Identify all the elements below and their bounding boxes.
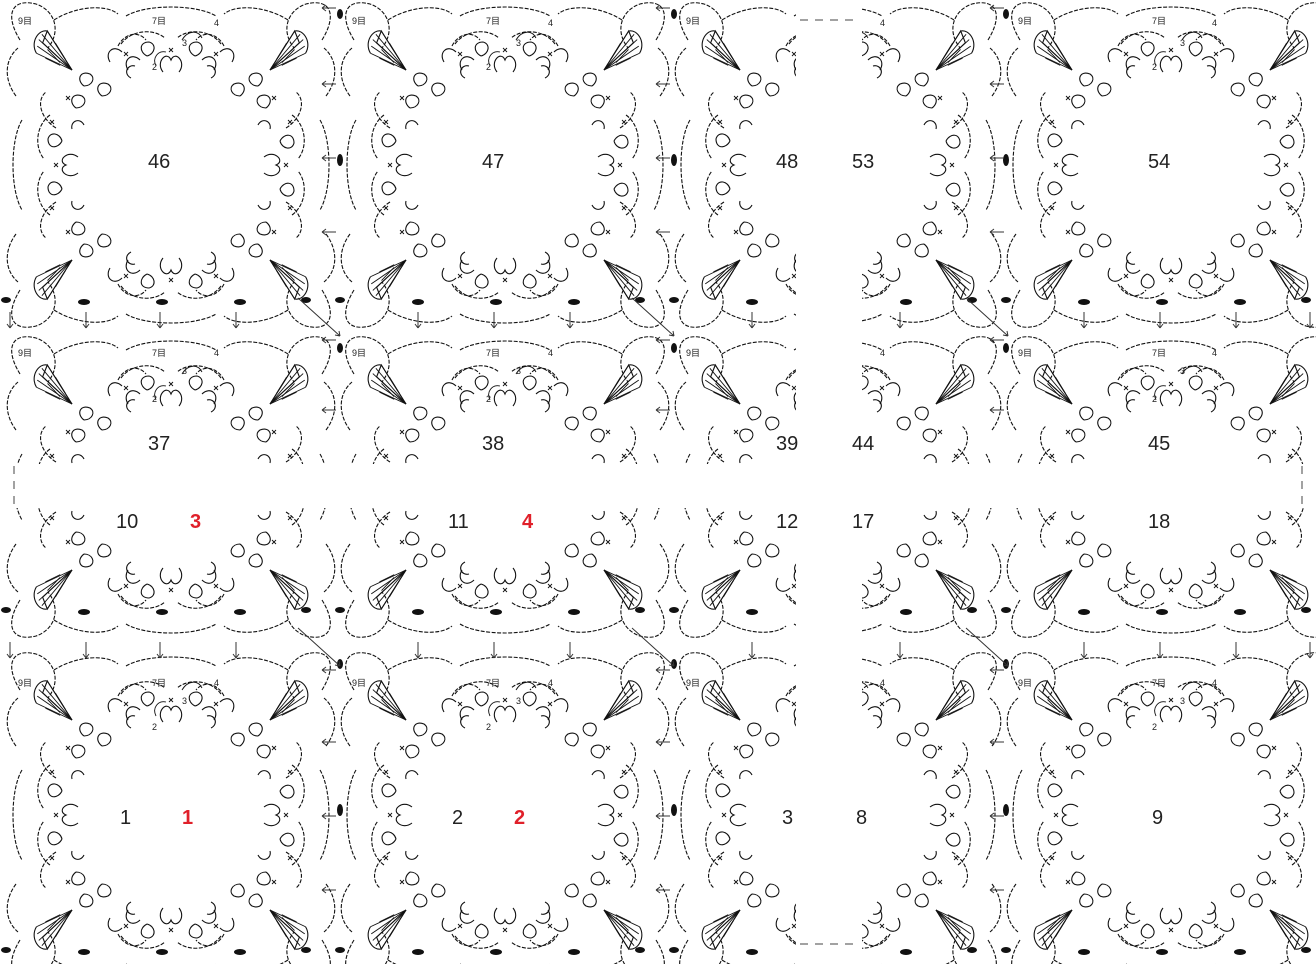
motif-number-18: 18 bbox=[1148, 511, 1170, 533]
round7-label-47: 7目 bbox=[486, 16, 500, 26]
round9-label-1: 9目 bbox=[18, 678, 32, 688]
round7-label-2: 7目 bbox=[486, 678, 500, 688]
round2-label-37: 2 bbox=[152, 394, 157, 404]
round7-label-54: 7目 bbox=[1152, 16, 1166, 26]
continuation-marks bbox=[14, 20, 1302, 944]
motif-number-53: 53 bbox=[852, 151, 874, 173]
round4-label-38: 4 bbox=[548, 348, 553, 358]
motif-number-46: 46 bbox=[148, 151, 170, 173]
round4-label-53: 4 bbox=[880, 18, 885, 28]
round4-label-45: 4 bbox=[1212, 348, 1217, 358]
round3-label-38: 3 bbox=[516, 366, 521, 376]
motif-number-45: 45 bbox=[1148, 433, 1170, 455]
round7-label-38: 7目 bbox=[486, 348, 500, 358]
motif-number-48: 48 bbox=[776, 151, 798, 173]
round9-label-47: 9目 bbox=[352, 16, 366, 26]
round9-label-38: 9目 bbox=[352, 348, 366, 358]
round4-label-54: 4 bbox=[1212, 18, 1217, 28]
round3-label-9: 3 bbox=[1180, 696, 1185, 706]
motif-number-10: 10 bbox=[116, 511, 138, 533]
round2-label-1: 2 bbox=[152, 722, 157, 732]
motif-number-12: 12 bbox=[776, 511, 798, 533]
round4-label-9: 4 bbox=[1212, 678, 1217, 688]
round4-label-1: 4 bbox=[214, 678, 219, 688]
round9-label-3: 9目 bbox=[686, 678, 700, 688]
round7-label-46: 7目 bbox=[152, 16, 166, 26]
round7-label-9: 7目 bbox=[1152, 678, 1166, 688]
round9-label-46: 9目 bbox=[18, 16, 32, 26]
join-order-3: 3 bbox=[190, 511, 201, 533]
motif-number-2: 2 bbox=[452, 807, 463, 829]
round7-label-1: 7目 bbox=[152, 678, 166, 688]
motif-number-37: 37 bbox=[148, 433, 170, 455]
round9-label-54: 9目 bbox=[1018, 16, 1032, 26]
round9-label-9: 9目 bbox=[1018, 678, 1032, 688]
round3-label-45: 3 bbox=[1180, 366, 1185, 376]
round4-label-44: 4 bbox=[880, 348, 885, 358]
join-order-2: 2 bbox=[514, 807, 525, 829]
round2-label-47: 2 bbox=[486, 62, 491, 72]
round-labels: 9目 7目 2 3 4 9目 7目 2 3 4 9目 4 9目 7目 2 3 4… bbox=[18, 16, 1217, 732]
round4-label-8: 4 bbox=[880, 678, 885, 688]
round2-label-54: 2 bbox=[1152, 62, 1157, 72]
join-order-numbers: 1 2 3 4 bbox=[182, 511, 534, 829]
motif-numbers: 46 47 48 53 54 37 38 39 44 45 10 11 12 1… bbox=[116, 151, 1170, 829]
motif-number-1: 1 bbox=[120, 807, 131, 829]
motif-number-11: 11 bbox=[448, 511, 469, 533]
join-order-4: 4 bbox=[522, 511, 534, 533]
round2-label-46: 2 bbox=[152, 62, 157, 72]
round9-label-2: 9目 bbox=[352, 678, 366, 688]
round2-label-38: 2 bbox=[486, 394, 491, 404]
round4-label-37: 4 bbox=[214, 348, 219, 358]
motif-number-44: 44 bbox=[852, 433, 874, 455]
motif-number-9: 9 bbox=[1152, 807, 1163, 829]
round9-label-37: 9目 bbox=[18, 348, 32, 358]
motif-number-38: 38 bbox=[482, 433, 504, 455]
round4-label-46: 4 bbox=[214, 18, 219, 28]
round3-label-46: 3 bbox=[182, 38, 187, 48]
motif-number-8: 8 bbox=[856, 807, 867, 829]
motif-number-54: 54 bbox=[1148, 151, 1170, 173]
motif-number-3: 3 bbox=[782, 807, 793, 829]
top-band bbox=[1, 3, 1316, 662]
round9-label-39: 9目 bbox=[686, 348, 700, 358]
motif-number-39: 39 bbox=[776, 433, 798, 455]
round3-label-1: 3 bbox=[182, 696, 187, 706]
round3-label-37: 3 bbox=[182, 366, 187, 376]
motif-number-17: 17 bbox=[852, 511, 874, 533]
round2-label-2: 2 bbox=[486, 722, 491, 732]
round3-label-47: 3 bbox=[516, 38, 521, 48]
round7-label-37: 7目 bbox=[152, 348, 166, 358]
round2-label-45: 2 bbox=[1152, 394, 1157, 404]
motif-number-47: 47 bbox=[482, 151, 504, 173]
round4-label-2: 4 bbox=[548, 678, 553, 688]
round9-label-48: 9目 bbox=[686, 16, 700, 26]
round4-label-47: 4 bbox=[548, 18, 553, 28]
round9-label-45: 9目 bbox=[1018, 348, 1032, 358]
round7-label-45: 7目 bbox=[1152, 348, 1166, 358]
join-order-1: 1 bbox=[182, 807, 193, 829]
round2-label-9: 2 bbox=[1152, 722, 1157, 732]
round3-label-54: 3 bbox=[1180, 38, 1185, 48]
round3-label-2: 3 bbox=[516, 696, 521, 706]
